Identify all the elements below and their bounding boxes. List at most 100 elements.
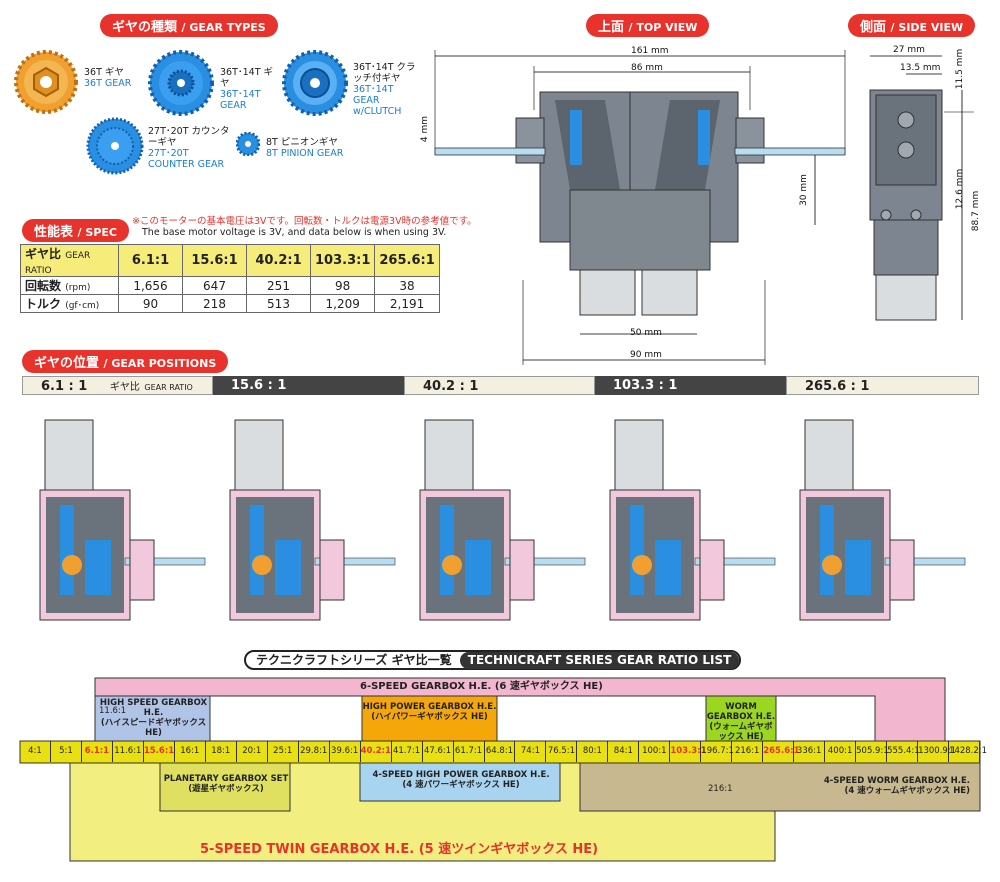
ratio-cell: 6.1:1 bbox=[82, 741, 113, 762]
spec-table: ギヤ比 GEAR RATIO 6.1:1 15.6:1 40.2:1 103.3… bbox=[20, 244, 440, 313]
ratio-cell: 100:1 bbox=[639, 741, 671, 762]
spec-torque-row: トルク (gf･cm) 90 218 513 1,209 2,191 bbox=[20, 294, 440, 313]
ratio-cell: 80:1 bbox=[577, 741, 609, 762]
dim-lower: 50 mm bbox=[630, 328, 662, 338]
clutch-gear-label: 36T･14T クラッチ付ギヤ 36T･14T GEAR w/CLUTCH bbox=[353, 62, 416, 117]
extra-ratio-bottom: 216:1 bbox=[708, 784, 733, 794]
dim-side-width: 27 mm bbox=[893, 45, 925, 55]
spec-note: ※このモーターの基本電圧は3Vです。回転数・トルクは電源3V時の参考値です。 T… bbox=[132, 216, 477, 238]
ratio-cell: 4:1 bbox=[20, 741, 51, 762]
ratio-cell: 39.6:1 bbox=[330, 741, 361, 762]
torque-label: トルク (gf･cm) bbox=[20, 294, 119, 313]
strip-segment-2: 15.6 : 1 bbox=[213, 376, 404, 395]
worm-label: WORM GEARBOX H.E. (ウォームギヤボックス HE) bbox=[706, 702, 776, 742]
rpm-label: 回転数 (rpm) bbox=[20, 276, 119, 295]
36t-14t-gear-icon bbox=[148, 50, 214, 116]
strip-segment-3: 40.2 : 1 bbox=[404, 376, 595, 395]
rpm-value: 647 bbox=[182, 276, 247, 295]
ratio-cell: 74:1 bbox=[515, 741, 547, 762]
spec-ratio: 40.2:1 bbox=[246, 244, 311, 277]
dim-side-top: 11.5 mm bbox=[955, 48, 966, 90]
ratio-cell: 61.7:1 bbox=[454, 741, 485, 762]
ratio-cell: 40.2:1 bbox=[361, 741, 392, 762]
high-speed-label: HIGH SPEED GEARBOX H.E. (ハイスピードギヤボックス HE… bbox=[99, 698, 208, 738]
rpm-value: 98 bbox=[309, 276, 376, 295]
spec-ratio: 6.1:1 bbox=[118, 244, 183, 277]
ratio-cell: 76.5:1 bbox=[546, 741, 578, 762]
ratio-cell: 336:1 bbox=[794, 741, 826, 762]
spec-title: 性能表 / SPEC bbox=[22, 219, 129, 242]
gear-ratio-header: ギヤ比 GEAR RATIO bbox=[20, 244, 119, 277]
torque-value: 218 bbox=[182, 294, 247, 313]
ratio-cell: 18:1 bbox=[206, 741, 237, 762]
36t-gear-label: 36T ギヤ 36T GEAR bbox=[84, 67, 132, 89]
ratio-cell: 64.8:1 bbox=[485, 741, 516, 762]
dim-overall: 161 mm bbox=[631, 46, 669, 56]
pinion-gear-label: 8T ピニオンギヤ 8T PINION GEAR bbox=[266, 137, 344, 159]
ratio-cell: 1300.9:1 bbox=[918, 741, 956, 762]
clutch-gear-icon bbox=[282, 50, 348, 116]
ratio-cell: 20:1 bbox=[237, 741, 268, 762]
side-view-drawing bbox=[869, 55, 974, 321]
high-power-label: HIGH POWER GEARBOX H.E. (ハイパワーギヤボックス HE) bbox=[362, 702, 497, 722]
ratio-cell: 41.7:1 bbox=[392, 741, 423, 762]
four-hp-label: 4-SPEED HIGH POWER GEARBOX H.E. (4 速パワーギ… bbox=[372, 770, 550, 790]
gear-position-illustrations bbox=[39, 419, 966, 621]
planetary-label: PLANETARY GEARBOX SET (遊星ギヤボックス) bbox=[163, 774, 289, 794]
ratio-cell: 29.8:1 bbox=[299, 741, 330, 762]
strip-segment-4: 103.3 : 1 bbox=[595, 376, 786, 395]
rpm-value: 1,656 bbox=[118, 276, 183, 295]
six-speed-label: 6-SPEED GEARBOX H.E. (6 速ギヤボックス HE) bbox=[360, 681, 603, 692]
rpm-value: 251 bbox=[246, 276, 311, 295]
torque-value: 1,209 bbox=[309, 294, 376, 313]
ratio-cell: 16:1 bbox=[175, 741, 206, 762]
spec-header-row: ギヤ比 GEAR RATIO 6.1:1 15.6:1 40.2:1 103.3… bbox=[20, 244, 440, 277]
ratio-list-title: テクニクラフトシリーズ ギヤ比一覧 TECHNICRAFT SERIES GEA… bbox=[244, 650, 742, 670]
spec-ratio: 265.6:1 bbox=[374, 244, 440, 277]
four-worm-label: 4-SPEED WORM GEARBOX H.E. (4 速ウォームギヤボックス… bbox=[823, 776, 970, 796]
ratio-cell: 555.4:1 bbox=[887, 741, 920, 762]
spec-rpm-row: 回転数 (rpm) 1,656 647 251 98 38 bbox=[20, 276, 440, 295]
ratio-cell: 84:1 bbox=[608, 741, 640, 762]
dim-depth: 30 mm bbox=[798, 174, 809, 206]
dim-shaft: 4 mm bbox=[420, 115, 431, 143]
counter-gear-label: 27T･20T カウンターギヤ 27T･20T COUNTER GEAR bbox=[148, 126, 230, 170]
gear-types-title: ギヤの種類 / GEAR TYPES bbox=[100, 14, 278, 37]
ratio-cell: 25:1 bbox=[268, 741, 299, 762]
ratio-cell: 5:1 bbox=[51, 741, 82, 762]
extra-ratio-top: 11.6:1 bbox=[99, 706, 127, 716]
ratio-list-diagram bbox=[19, 677, 981, 862]
side-view-title: 側面 / SIDE VIEW bbox=[848, 14, 976, 37]
torque-value: 90 bbox=[118, 294, 183, 313]
dim-inner: 86 mm bbox=[631, 63, 663, 73]
spec-ratio: 15.6:1 bbox=[182, 244, 247, 277]
counter-gear-icon bbox=[86, 117, 144, 175]
strip-segment-1: 6.1 : 1 ギヤ比 GEAR RATIO bbox=[22, 376, 213, 395]
ratio-cell: 103.3:1 bbox=[670, 741, 707, 762]
ratio-cell: 216:1 bbox=[732, 741, 764, 762]
ratio-cell: 196.7:1 bbox=[701, 741, 734, 762]
rpm-value: 38 bbox=[374, 276, 440, 295]
top-view-title: 上面 / TOP VIEW bbox=[586, 14, 710, 37]
ratio-cell: 505.9:1 bbox=[856, 741, 889, 762]
ratio-cell: 11.6:1 bbox=[113, 741, 144, 762]
ratio-cell: 265.6:1 bbox=[763, 741, 799, 762]
top-view-drawing bbox=[434, 50, 846, 365]
36t-gear-icon bbox=[14, 50, 78, 114]
strip-segment-5: 265.6 : 1 bbox=[786, 376, 979, 395]
pinion-gear-icon bbox=[236, 132, 260, 156]
dim-side-height: 88.7 mm bbox=[971, 190, 982, 232]
dim-side-mid: 12.6 mm bbox=[955, 168, 966, 210]
torque-value: 2,191 bbox=[374, 294, 440, 313]
36t-14t-gear-label: 36T･14T ギヤ 36T･14T GEAR bbox=[220, 67, 274, 111]
dim-side-half: 13.5 mm bbox=[900, 63, 941, 73]
ratio-cell: 400:1 bbox=[825, 741, 857, 762]
gear-positions-title: ギヤの位置 / GEAR POSITIONS bbox=[22, 350, 229, 373]
gear-position-strip: 6.1 : 1 ギヤ比 GEAR RATIO 15.6 : 1 40.2 : 1… bbox=[22, 376, 979, 395]
spec-ratio: 103.3:1 bbox=[309, 244, 376, 277]
ratio-cell: 1428.2:1 bbox=[949, 741, 987, 762]
ratio-cell: 15.6:1 bbox=[144, 741, 175, 762]
torque-value: 513 bbox=[246, 294, 311, 313]
five-twin-label: 5-SPEED TWIN GEARBOX H.E. (5 速ツインギヤボックス … bbox=[200, 842, 599, 857]
dim-base: 90 mm bbox=[630, 350, 662, 360]
